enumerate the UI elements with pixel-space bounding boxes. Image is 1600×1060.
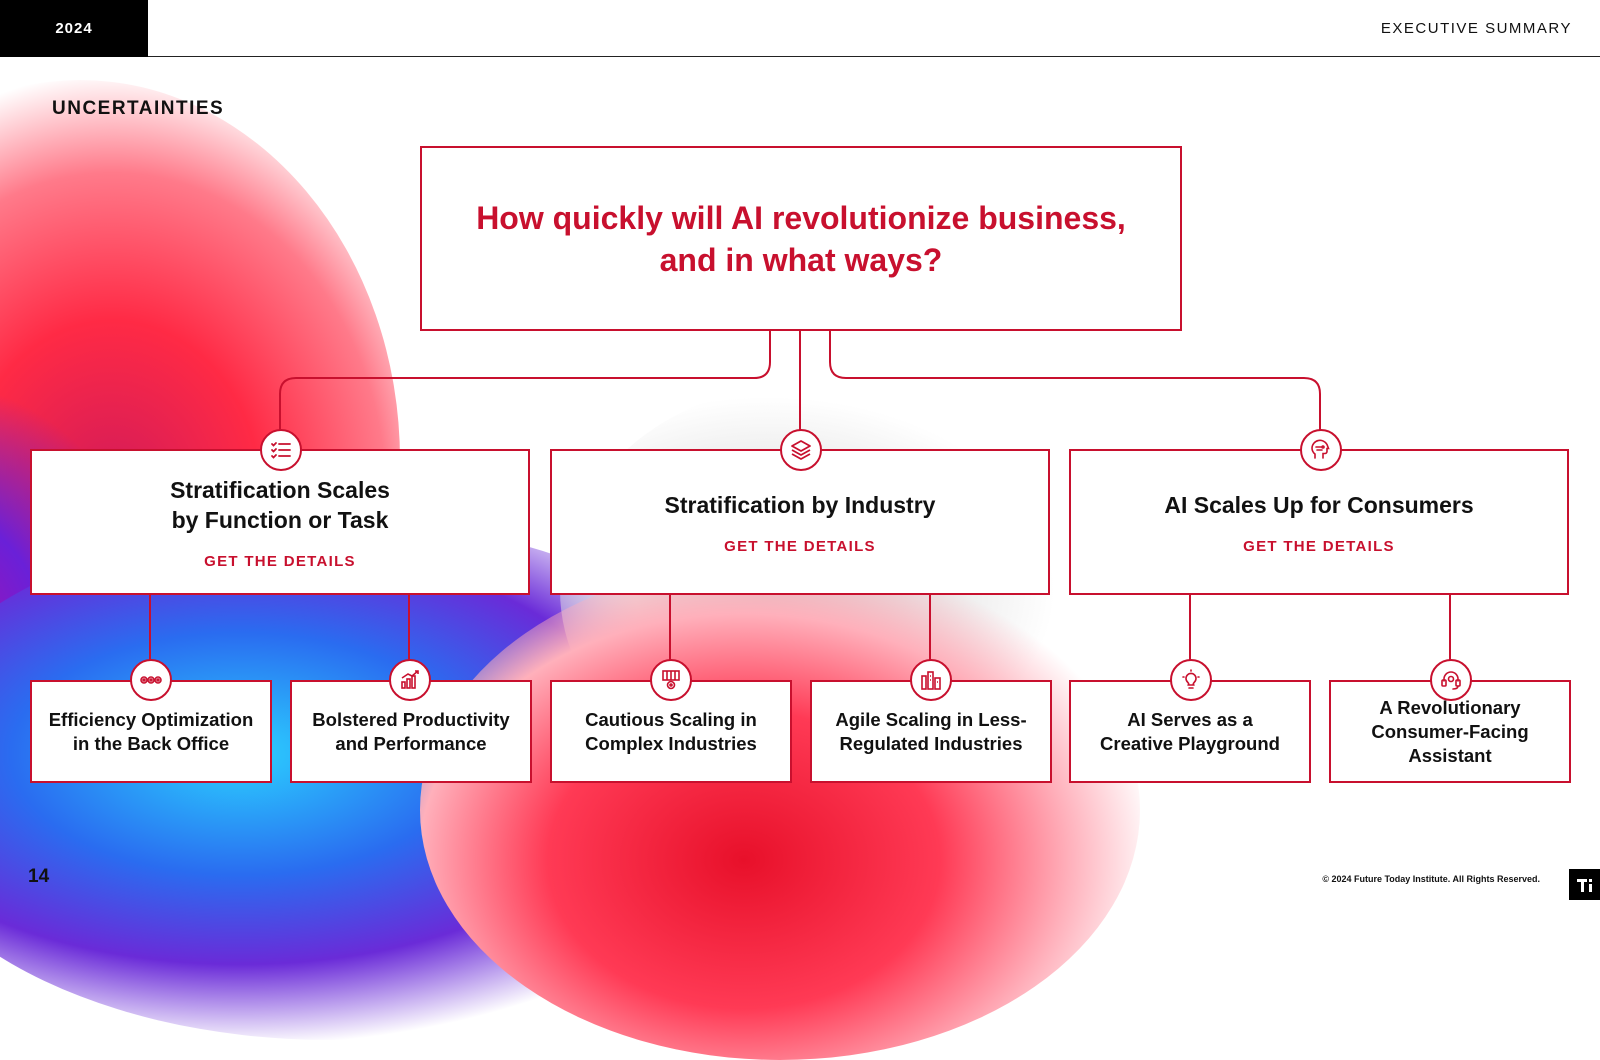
factory-icon bbox=[910, 659, 952, 701]
headset-icon bbox=[1430, 659, 1472, 701]
copyright-notice: © 2024 Future Today Institute. All Right… bbox=[1322, 874, 1540, 884]
header-divider bbox=[148, 56, 1600, 57]
ai-head-icon bbox=[1300, 429, 1342, 471]
growth-chart-icon bbox=[389, 659, 431, 701]
scenario-title: Agile Scaling in Less- Regulated Industr… bbox=[835, 708, 1027, 754]
get-details-link[interactable]: GET THE DETAILS bbox=[1243, 537, 1395, 555]
scenario-title: Bolstered Productivity and Performance bbox=[312, 708, 510, 754]
scenario-card[interactable]: Bolstered Productivity and Performance bbox=[290, 680, 532, 783]
category-card-function[interactable]: Stratification Scales by Function or Tas… bbox=[30, 449, 530, 595]
layers-icon bbox=[780, 429, 822, 471]
root-question-box: How quickly will AI revolutionize busine… bbox=[420, 146, 1182, 331]
fti-logo bbox=[1569, 869, 1600, 900]
scenario-title: Efficiency Optimization in the Back Offi… bbox=[48, 708, 254, 754]
category-title: Stratification Scales by Function or Tas… bbox=[170, 476, 390, 533]
category-title: AI Scales Up for Consumers bbox=[1164, 491, 1474, 518]
category-title: Stratification by Industry bbox=[664, 491, 936, 518]
page-label: UNCERTAINTIES bbox=[52, 98, 225, 119]
factory-gear-icon bbox=[650, 659, 692, 701]
lightbulb-icon bbox=[1170, 659, 1212, 701]
scenario-title: A Revolutionary Consumer-Facing Assistan… bbox=[1371, 696, 1529, 766]
year-badge: 2024 bbox=[0, 0, 148, 57]
gears-icon bbox=[130, 659, 172, 701]
get-details-link[interactable]: GET THE DETAILS bbox=[724, 537, 876, 555]
get-details-link[interactable]: GET THE DETAILS bbox=[204, 552, 356, 570]
section-title: EXECUTIVE SUMMARY bbox=[1380, 20, 1572, 37]
page-number: 14 bbox=[28, 866, 50, 887]
scenario-title: AI Serves as a Creative Playground bbox=[1100, 708, 1280, 754]
root-question: How quickly will AI revolutionize busine… bbox=[476, 199, 1126, 278]
category-card-industry[interactable]: Stratification by Industry GET THE DETAI… bbox=[550, 449, 1050, 595]
scenario-title: Cautious Scaling in Complex Industries bbox=[585, 708, 757, 754]
scenario-card[interactable]: AI Serves as a Creative Playground bbox=[1069, 680, 1311, 783]
checklist-icon bbox=[260, 429, 302, 471]
